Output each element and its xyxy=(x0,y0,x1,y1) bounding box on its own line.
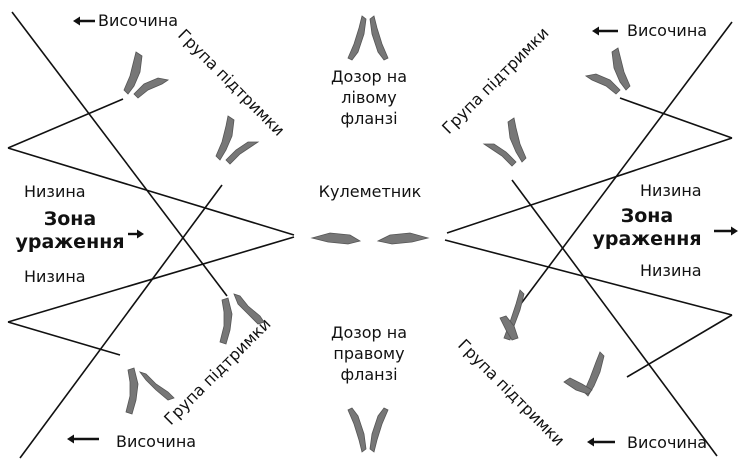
lowland-label: Низина xyxy=(640,261,702,280)
soldier-icon xyxy=(118,362,178,418)
fire-line xyxy=(444,239,733,316)
right-flank-line: правому xyxy=(333,344,405,363)
arrow-icon xyxy=(592,26,618,36)
kill-zone-label: Зона ураження xyxy=(580,205,714,251)
kill-zone-label: Зона ураження xyxy=(6,208,134,254)
fire-line xyxy=(511,179,718,457)
arrow-icon xyxy=(714,226,738,236)
elevation-label: Височина xyxy=(627,21,708,40)
arrow-icon xyxy=(128,229,144,239)
left-flank-line: лівому xyxy=(341,88,397,107)
fire-line xyxy=(446,137,733,234)
fire-line xyxy=(7,321,121,356)
soldier-icon xyxy=(310,228,430,248)
kill-zone-line: ураження xyxy=(15,231,125,253)
left-flank-line: Дозор на xyxy=(330,67,408,86)
arrow-icon xyxy=(73,16,95,26)
fire-line xyxy=(619,97,733,139)
soldier-icon xyxy=(212,114,262,170)
soldier-icon xyxy=(344,404,392,454)
kill-zone-line: ураження xyxy=(592,228,702,250)
fire-line xyxy=(7,147,295,236)
soldier-icon xyxy=(478,116,534,176)
elevation-label: Височина xyxy=(98,11,179,30)
right-flank-line: фланзі xyxy=(340,365,398,384)
soldier-icon xyxy=(560,350,616,400)
lowland-label: Низина xyxy=(24,182,86,201)
kill-zone-line: Зона xyxy=(43,208,97,230)
soldier-icon xyxy=(118,50,174,106)
elevation-label: Височина xyxy=(116,432,197,451)
kill-zone-line: Зона xyxy=(620,205,674,227)
machine-gunner-label: Кулеметник xyxy=(318,182,422,201)
left-flank-line: фланзі xyxy=(340,109,398,128)
fire-line xyxy=(519,21,733,306)
fire-line xyxy=(11,11,228,297)
elevation-label: Височина xyxy=(627,433,708,452)
fire-line xyxy=(7,98,124,149)
fire-line xyxy=(626,314,733,378)
soldier-icon xyxy=(344,14,392,64)
right-flank-line: Дозор на xyxy=(330,323,408,342)
fire-line xyxy=(7,236,295,323)
arrow-icon xyxy=(67,434,99,444)
lowland-label: Низина xyxy=(640,181,702,200)
soldier-icon xyxy=(580,46,636,102)
lowland-label: Низина xyxy=(24,267,86,286)
fire-line xyxy=(19,184,223,459)
soldier-icon xyxy=(212,292,268,348)
soldier-icon xyxy=(490,288,540,348)
left-flank-patrol-label: Дозор на лівому фланзі xyxy=(305,66,433,129)
arrow-icon xyxy=(587,437,615,447)
right-flank-patrol-label: Дозор на правому фланзі xyxy=(300,322,438,385)
